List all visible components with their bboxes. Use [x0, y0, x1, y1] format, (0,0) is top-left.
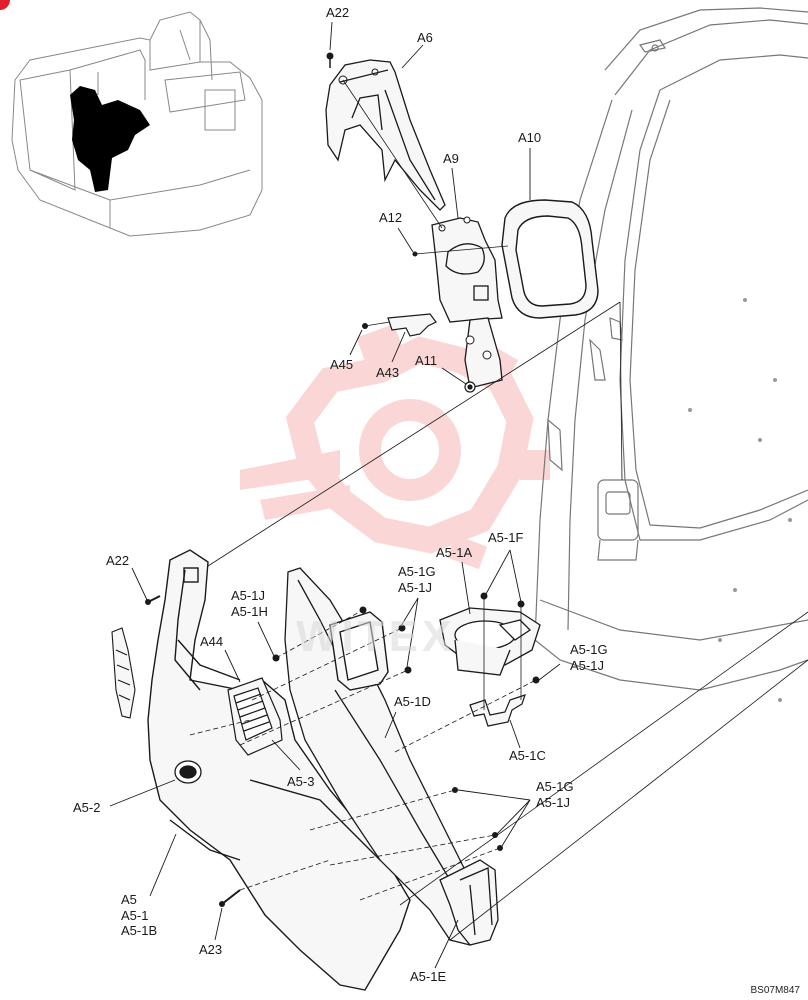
label-a5-1e: A5-1E	[410, 969, 447, 984]
label-a5-1j-upper: A5-1J	[231, 588, 265, 603]
highlighted-trim-area	[70, 86, 150, 192]
machine-location-thumbnail	[11, 11, 263, 237]
part-a44-vent-louver	[227, 677, 283, 756]
label-a9: A9	[443, 151, 459, 166]
label-a22-left: A22	[106, 553, 130, 568]
watermark-gear-logo	[240, 324, 550, 570]
label-a43: A43	[376, 365, 400, 380]
a6-screw-hole	[371, 68, 379, 76]
label-a23: A23	[199, 942, 223, 957]
part-side-vent-left	[111, 627, 136, 719]
part-a5-1e-duct	[439, 859, 499, 946]
label-a22-top: A22	[326, 5, 350, 20]
label-a5-1f: A5-1F	[488, 530, 524, 545]
drawing-reference-code: BS07M847	[750, 985, 800, 996]
label-a5-1h: A5-1H	[231, 604, 268, 619]
label-a5-1b: A5-1B	[121, 923, 158, 938]
label-a5: A5	[121, 892, 137, 907]
dashed-alignment-lines	[189, 609, 537, 901]
cab-frame-holes	[688, 298, 792, 702]
part-a5-1a-cupholder	[439, 607, 541, 676]
part-a5-2-socket	[174, 760, 202, 784]
label-a5-1c: A5-1C	[509, 748, 546, 763]
screw-a22-shaft	[147, 595, 161, 603]
label-a6: A6	[417, 30, 433, 45]
label-a5-2: A5-2	[73, 800, 101, 815]
label-a5-1g-top: A5-1G	[398, 564, 436, 579]
bolt-a11	[464, 381, 476, 393]
label-a5-1a: A5-1A	[436, 545, 473, 560]
part-a5-side-panel	[147, 549, 411, 991]
label-a5-1j-top: A5-1J	[398, 580, 432, 595]
label-a5-1g-low: A5-1G	[536, 779, 574, 794]
leader-lines	[109, 21, 561, 969]
label-a5-1: A5-1	[121, 908, 149, 923]
screw-a22-top	[326, 52, 334, 68]
part-a6-trim-cover	[325, 59, 446, 211]
a9-screws	[438, 216, 492, 360]
label-a10: A10	[518, 130, 542, 145]
label-a45: A45	[330, 357, 354, 372]
label-a5-1j-low: A5-1J	[536, 795, 570, 810]
screw-a23-shaft	[221, 889, 241, 905]
label-a44: A44	[200, 634, 224, 649]
label-a11: A11	[415, 353, 438, 368]
label-a12: A12	[379, 210, 403, 225]
a6-screw-hole-2	[338, 75, 348, 85]
part-speaker-frame	[329, 611, 389, 691]
corner-badge	[0, 0, 10, 10]
part-a43-plate	[387, 313, 437, 337]
cab-frame	[534, 7, 808, 691]
label-a5-1d: A5-1D	[394, 694, 431, 709]
part-a10-mirror-frame	[501, 199, 599, 319]
alignment-lines	[207, 79, 808, 941]
label-a5-1j-mid: A5-1J	[570, 658, 604, 673]
watermark-text: WITEX	[296, 612, 456, 661]
label-a5-3: A5-3	[287, 774, 315, 789]
label-a5-1g-mid: A5-1G	[570, 642, 608, 657]
